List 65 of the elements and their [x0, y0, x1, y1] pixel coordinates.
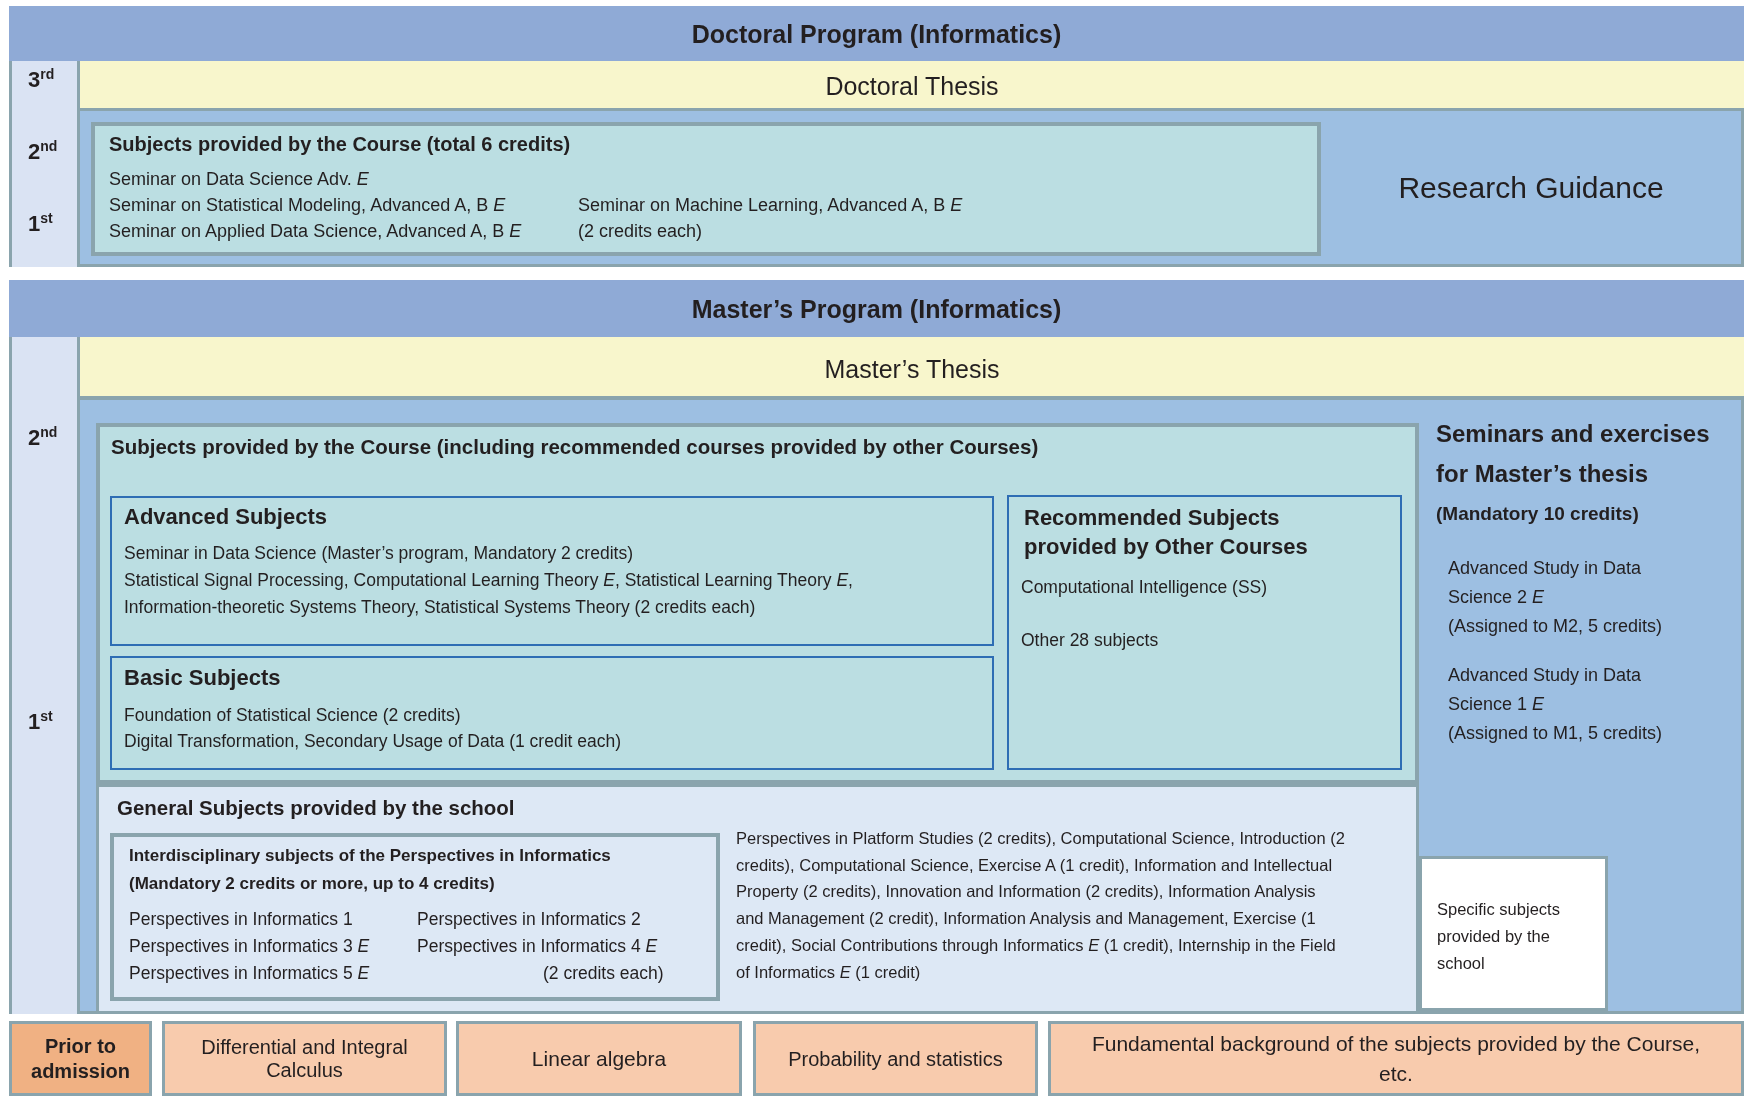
subject-text: Seminar in Data Science (Master’s program, Mandatory 2 credits) — [124, 542, 633, 565]
subject-text: Perspectives in Platform Studies (2 credits), Computational Science, Introduction (2 credits), Computational Science, Exercise A (1 credit), Information and Intellectual Property (2 credits), Innovation and Information (2 credits), Information Analysis and Management (2 credit), Information Analysis and Management, Exercise (1 credit), Social Contributions through Informatics E (1 credit), Internship in the Field of Informatics E (1 credit) — [736, 828, 1346, 983]
year-label: 1$^{st}$ — [28, 708, 53, 736]
subject-text: Advanced Study in Data Science 2 E — [1448, 557, 1643, 609]
subject-text: Perspectives in Informatics 1 — [129, 908, 353, 931]
subject-note-box — [1419, 856, 1608, 1011]
subject-group-box — [1007, 495, 1402, 770]
program-heading: Master’s Program (Informatics) — [691, 295, 1062, 322]
prerequisite-box — [753, 1021, 1038, 1096]
note-text: Specific subjects provided by the school — [1437, 899, 1561, 974]
credit-note: (Assigned to M1, 5 credits) — [1448, 722, 1663, 745]
subject-text: Other 28 subjects — [1021, 629, 1159, 652]
subject-group-box — [110, 496, 994, 646]
subject-panel — [91, 122, 1321, 256]
year-label: 2$^{nd}$ — [28, 138, 58, 166]
credit-note: (Assigned to M2, 5 credits) — [1448, 615, 1663, 638]
subject-text: Statistical Signal Processing, Computational Learning Theory E, Statistical Learning Theory E, Information-theoretic Systems Theory, Statistical Systems Theory (2 credits each) — [124, 569, 854, 619]
prerequisite-box — [9, 1021, 152, 1096]
group-heading: Basic Subjects — [124, 664, 281, 692]
subject-text: Seminar on Applied Data Science, Advanced A, B E — [109, 220, 522, 243]
program-panel — [9, 280, 1744, 1014]
group-heading: Interdisciplinary subjects of the Perspectives in Informatics — [129, 845, 611, 867]
credit-note: (Mandatory 10 credits) — [1436, 502, 1639, 526]
prerequisite-label: Differential and Integral Calculus — [200, 1035, 409, 1082]
thesis-band — [80, 337, 1744, 400]
prerequisite-label: Linear algebra — [531, 1045, 667, 1072]
panel-heading: Subjects provided by the Course (total 6 credits) — [109, 132, 571, 157]
year-label: 3$^{rd}$ — [28, 66, 55, 94]
subject-text: Perspectives in Informatics 5 E — [129, 962, 370, 985]
subject-text: Foundation of Statistical Science (2 credits) — [124, 704, 461, 727]
thesis-title: Doctoral Thesis — [825, 73, 999, 99]
subject-text: Advanced Study in Data Science 1 E — [1448, 664, 1643, 716]
panel-heading: Seminars and exercises for Master’s thesis — [1436, 419, 1711, 489]
prerequisite-label: Probability and statistics — [788, 1046, 1003, 1072]
credit-note: (2 credits each) — [543, 962, 664, 985]
prerequisite-box — [1048, 1021, 1744, 1096]
subject-text: Perspectives in Informatics 3 E — [129, 935, 370, 958]
year-label: 1$^{st}$ — [28, 210, 53, 238]
credit-note: (2 credits each) — [578, 220, 703, 243]
program-heading: Doctoral Program (Informatics) — [691, 20, 1062, 47]
subject-text: Digital Transformation, Secondary Usage of Data (1 credit each) — [124, 730, 622, 753]
program-panel — [9, 6, 1744, 267]
thesis-band — [80, 61, 1744, 111]
prerequisite-label: Fundamental background of the subjects provided by the Course, etc. — [1090, 1030, 1702, 1087]
subject-text: Seminar on Machine Learning, Advanced A, B E — [578, 194, 963, 217]
general-subject-panel — [96, 784, 1419, 1014]
subject-text: Perspectives in Informatics 2 — [417, 908, 641, 931]
panel-heading: Subjects provided by the Course (including recommended courses provided by other Courses) — [111, 434, 1039, 460]
group-heading: Recommended Subjects provided by Other Courses — [1024, 504, 1309, 561]
panel-heading: General Subjects provided by the school — [117, 795, 515, 821]
subject-text: Seminar on Statistical Modeling, Advanced A, B E — [109, 194, 506, 217]
guidance-title: Research Guidance — [1398, 174, 1664, 201]
subject-group-box — [110, 833, 720, 1001]
thesis-title: Master’s Thesis — [824, 355, 1000, 382]
year-label: 2$^{nd}$ — [28, 424, 58, 452]
group-heading: (Mandatory 2 credits or more, up to 4 credits) — [129, 873, 495, 895]
subject-text: Computational Intelligence (SS) — [1021, 576, 1268, 599]
prerequisite-box — [456, 1021, 742, 1096]
prerequisite-box — [162, 1021, 447, 1096]
prerequisite-label: Prior to admission — [30, 1033, 131, 1084]
group-heading: Advanced Subjects — [124, 503, 327, 531]
subject-panel — [96, 423, 1419, 784]
subject-text: Seminar on Data Science Adv. E — [109, 168, 369, 191]
subject-group-box — [110, 656, 994, 770]
subject-text: Perspectives in Informatics 4 E — [417, 935, 658, 958]
